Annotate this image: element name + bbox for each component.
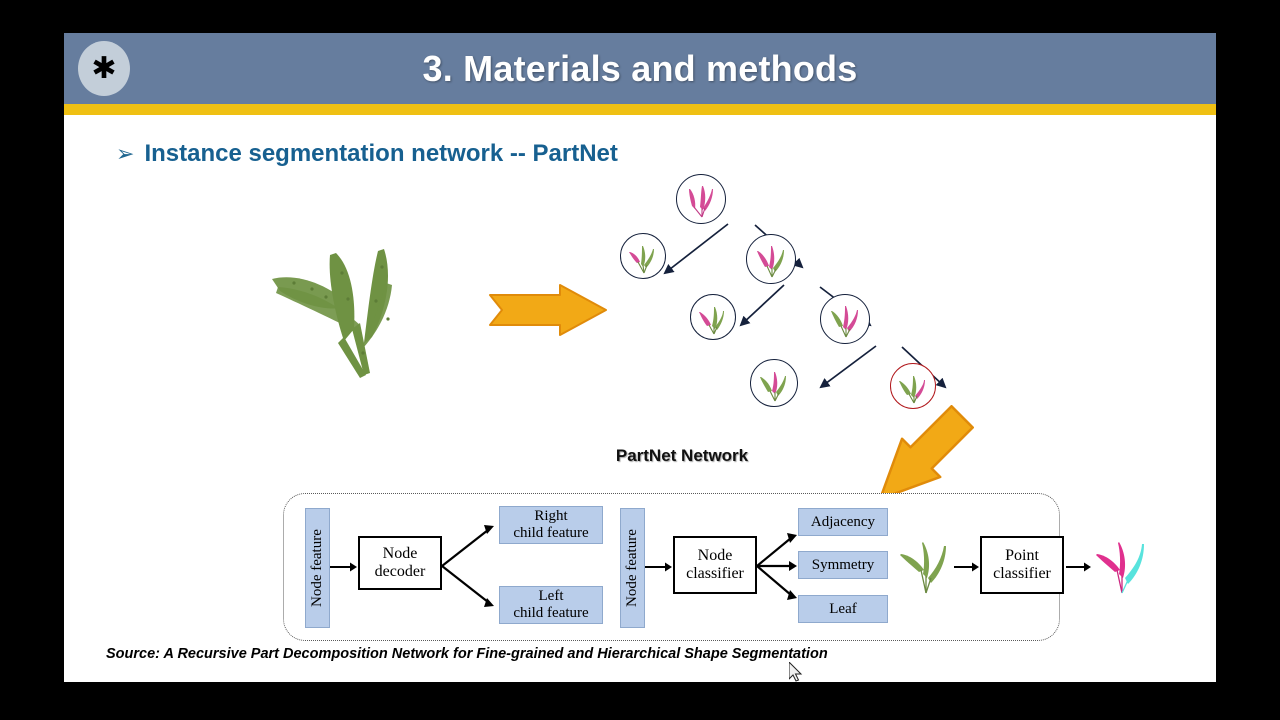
block-point-classifier-label: Point classifier	[993, 547, 1051, 582]
partnet-network-panel: Node feature Node decoder Right child fe…	[283, 493, 1144, 641]
block-node-feature-1: Node feature	[305, 508, 330, 628]
connector-plant-to-point-classifier	[954, 562, 979, 572]
block-right-child-feature: Right child feature	[499, 506, 603, 544]
source-caption: Source: A Recursive Part Decomposition N…	[106, 646, 828, 662]
plant-glyph-n4	[831, 306, 858, 338]
tree-node-4	[820, 294, 870, 344]
page-title: 3. Materials and methods	[422, 47, 858, 89]
plant-glyph-n5	[760, 372, 786, 402]
block-node-feature-2: Node feature	[620, 508, 645, 628]
connector-nf1-to-decoder	[330, 562, 357, 572]
tree-node-3	[690, 294, 736, 340]
plant-glyph-n6	[899, 376, 925, 404]
asterisk-glyph: ✱	[91, 50, 117, 86]
connector-point-classifier-to-output	[1066, 562, 1091, 572]
block-adjacency: Adjacency	[798, 508, 888, 536]
plant-glyph-n2	[757, 246, 784, 278]
plant-glyph-n3	[699, 307, 724, 335]
asterisk-icon: ✱	[78, 41, 130, 96]
section-subtitle-label: Instance segmentation network -- PartNet	[144, 140, 618, 167]
arrow-right-orange-icon	[489, 284, 607, 336]
block-symmetry: Symmetry	[798, 551, 888, 579]
block-node-classifier-label: Node classifier	[686, 547, 744, 582]
input-point-cloud-plant	[272, 249, 392, 378]
block-leaf: Leaf	[798, 595, 888, 623]
block-right-child-feature-label: Right child feature	[513, 508, 589, 541]
connector-decoder-to-children	[441, 525, 494, 607]
connector-nf2-to-classifier	[645, 562, 672, 572]
block-node-classifier: Node classifier	[673, 536, 757, 594]
block-left-child-feature-label: Left child feature	[513, 588, 589, 621]
block-point-classifier: Point classifier	[980, 536, 1064, 594]
tree-node-2	[746, 234, 796, 284]
block-node-decoder: Node decoder	[358, 536, 442, 590]
block-node-decoder-label: Node decoder	[374, 545, 426, 580]
section-subtitle: ➢ Instance segmentation network -- PartN…	[116, 140, 618, 168]
block-left-child-feature: Left child feature	[499, 586, 603, 624]
plant-glyph-root	[689, 186, 713, 218]
panel-output-plant-segmented	[1096, 542, 1144, 594]
presentation-slide: ✱ 3. Materials and methods ➢ Instance se…	[64, 33, 1216, 682]
partnet-network-caption: PartNet Network	[615, 446, 749, 465]
arrow-diagonal-down-left-orange-icon	[878, 405, 974, 501]
tree-node-1	[620, 233, 666, 279]
connector-classifier-to-labels	[756, 533, 797, 600]
tree-node-5	[750, 359, 798, 407]
arrow-bullet-icon: ➢	[116, 141, 135, 166]
mouse-cursor	[789, 662, 803, 682]
header-accent-rule	[64, 104, 1216, 115]
slide-header-bar: ✱ 3. Materials and methods	[64, 33, 1216, 104]
panel-input-plant-green	[900, 542, 946, 594]
tree-node-root	[676, 174, 726, 224]
tree-node-6-highlighted	[890, 363, 936, 409]
plant-glyph-n1	[629, 246, 654, 274]
